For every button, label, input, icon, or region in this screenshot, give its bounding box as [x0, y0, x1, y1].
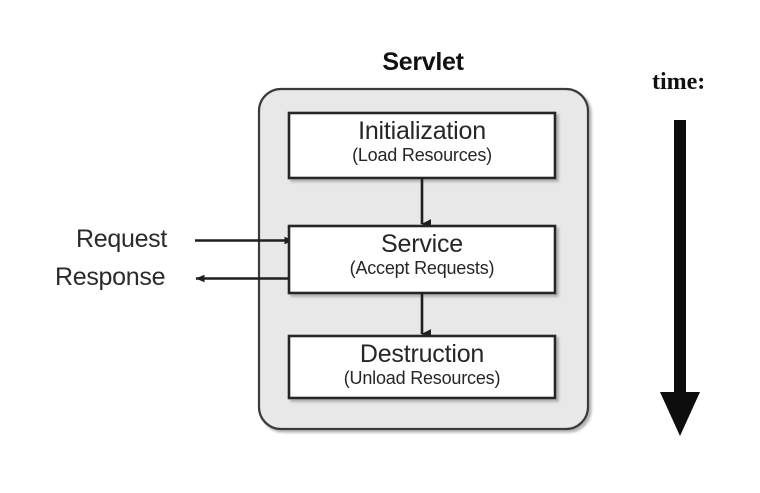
stage-service-label: Service (Accept Requests) [289, 231, 555, 278]
stage-initialization-detail: (Load Resources) [352, 145, 492, 166]
initialization-box [287, 111, 557, 180]
page-title: Servlet [382, 48, 464, 76]
stage-service-detail: (Accept Requests) [349, 258, 495, 279]
request-label: Request [76, 225, 168, 253]
stage-service-name: Service [381, 230, 463, 258]
response-label: Response [55, 263, 166, 291]
time-arrow [660, 120, 700, 436]
stage-destruction-name: Destruction [359, 340, 485, 368]
stage-initialization-label: Initialization (Load Resources) [289, 118, 555, 165]
stage-destruction-detail: (Unload Resources) [343, 368, 501, 389]
destruction-box [287, 334, 557, 400]
stage-initialization-name: Initialization [358, 117, 486, 145]
time-axis-label: time: [652, 69, 706, 95]
service-box [287, 224, 557, 295]
stage-destruction-label: Destruction (Unload Resources) [289, 341, 555, 388]
